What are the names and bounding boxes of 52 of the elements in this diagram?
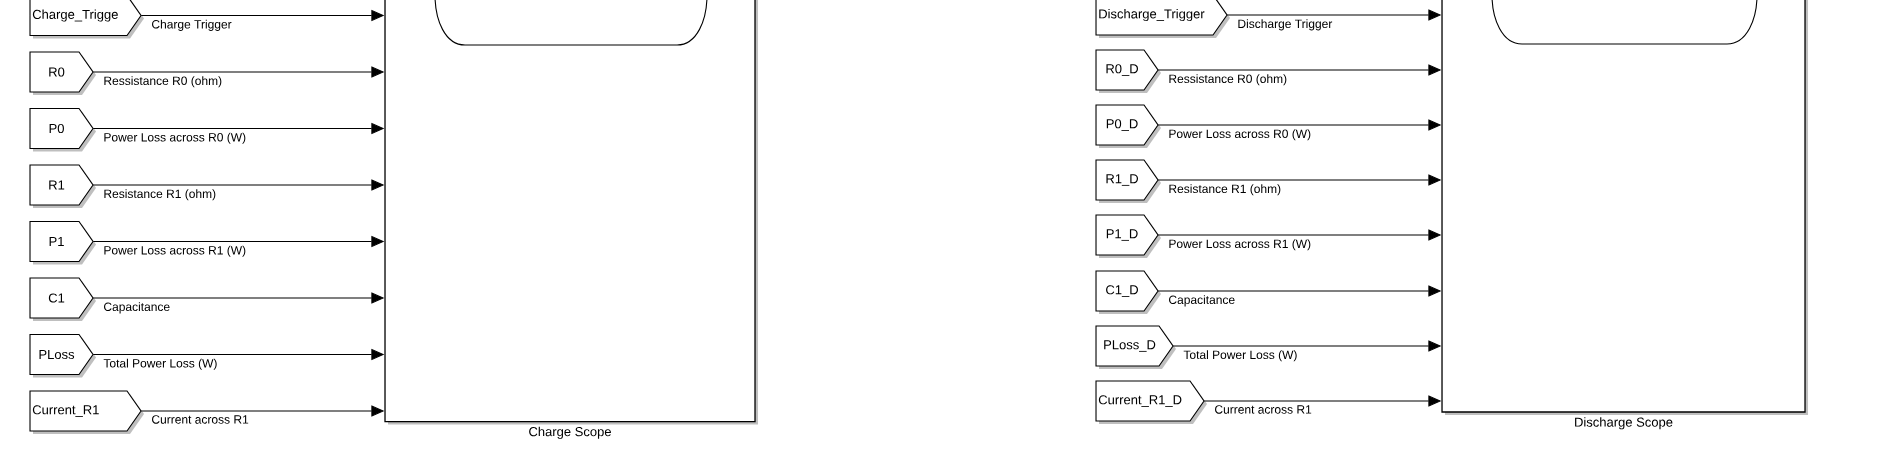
arrow xyxy=(1172,340,1441,352)
edge-label: Current across R1 xyxy=(1213,404,1313,415)
goto-block: Current_R1_D xyxy=(1095,380,1207,424)
scope-block xyxy=(1441,0,1808,415)
arrow xyxy=(1157,285,1441,297)
block-caption: Discharge Scope xyxy=(1575,417,1673,430)
goto-block: R0_D xyxy=(1095,49,1161,93)
goto-block: PLoss xyxy=(29,333,96,378)
block-caption: Charge Scope xyxy=(529,426,611,439)
arrow xyxy=(1226,9,1441,21)
arrow xyxy=(92,236,384,247)
arrow xyxy=(92,349,384,360)
edge-label: Current across R1 xyxy=(150,414,250,425)
goto-block: R0 xyxy=(29,51,96,95)
goto-block: P1 xyxy=(29,220,96,265)
goto-block: C1 xyxy=(29,277,96,321)
goto-block: Discharge_Trigger xyxy=(1095,0,1230,38)
edge-label: Capacitance xyxy=(1167,294,1237,308)
edge-label: Capacitance xyxy=(102,301,172,315)
arrow xyxy=(1203,395,1441,407)
goto-block: R1_D xyxy=(1095,159,1161,203)
arrow xyxy=(92,292,384,304)
arrow xyxy=(1157,174,1441,186)
edge-label: Power Loss across R1 (W) xyxy=(1167,238,1313,252)
goto-block: Current_R1 xyxy=(29,390,144,434)
goto-block: Charge_Trigge xyxy=(29,0,144,39)
edge-label: Resistance R1 (ohm) xyxy=(102,188,218,202)
arrow xyxy=(1157,119,1441,131)
edge-label: Power Loss across R0 (W) xyxy=(102,131,248,145)
goto-block: C1_D xyxy=(1095,270,1161,314)
arrow xyxy=(92,66,384,78)
goto-block: P0_D xyxy=(1095,104,1161,148)
arrow xyxy=(92,179,384,191)
edge-label: Power Loss across R0 (W) xyxy=(1167,128,1313,142)
arrow xyxy=(140,405,384,417)
goto-block: P1_D xyxy=(1095,214,1161,258)
arrow xyxy=(1157,64,1441,76)
goto-block: R1 xyxy=(29,164,96,208)
goto-block: P0 xyxy=(29,107,96,152)
arrow xyxy=(92,123,384,134)
edge-label: Total Power Loss (W) xyxy=(102,357,219,371)
edge-label: Ressistance R0 (ohm) xyxy=(102,75,224,89)
edge-label: Discharge Trigger xyxy=(1236,18,1334,32)
edge-label: Ressistance R0 (ohm) xyxy=(1167,73,1289,87)
arrow xyxy=(1157,229,1441,241)
goto-block: PLoss_D xyxy=(1095,325,1176,369)
arrow xyxy=(140,10,384,21)
edge-label: Charge Trigger xyxy=(150,18,233,32)
edge-label: Resistance R1 (ohm) xyxy=(1167,183,1283,197)
scope-block xyxy=(384,0,758,425)
edge-label: Power Loss across R1 (W) xyxy=(102,244,248,258)
edge-label: Total Power Loss (W) xyxy=(1182,349,1299,363)
